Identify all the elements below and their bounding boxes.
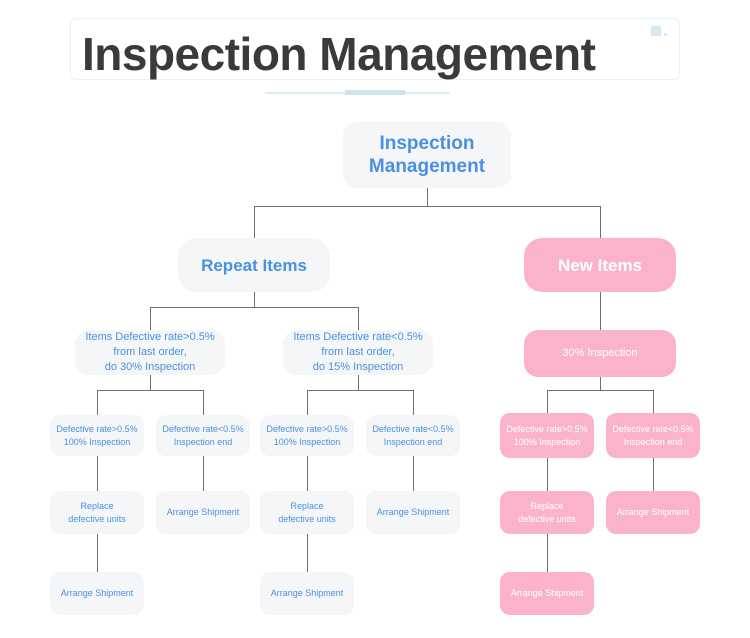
connector-r2-replace-down <box>307 534 308 572</box>
node-r1-pass-label: Defective rate<0.5% Inspection end <box>162 423 244 447</box>
node-r1-arrange-label: Arrange Shipment <box>166 507 240 517</box>
node-r2-arrange-final-label: Arrange Shipment <box>270 588 344 598</box>
header-card <box>70 18 680 80</box>
node-r2-fail-label: Defective rate>0.5% 100% Inspection <box>266 423 348 447</box>
connector-repeat-high-down <box>150 375 151 390</box>
node-n-replace[interactable]: Replace defective units <box>500 491 594 534</box>
connector-to-n-fail <box>547 390 548 413</box>
connector-repeat-high-horizontal <box>97 390 203 391</box>
connector-to-repeat-items <box>254 206 255 238</box>
connector-repeat-low-horizontal <box>307 390 413 391</box>
connector-level2-horizontal <box>254 206 601 207</box>
node-r2-arrange[interactable]: Arrange Shipment <box>366 491 460 534</box>
node-r1-arrange-final-label: Arrange Shipment <box>60 588 134 598</box>
node-r1-replace[interactable]: Replace defective units <box>50 491 144 534</box>
connector-new-down <box>600 377 601 390</box>
node-r2-replace[interactable]: Replace defective units <box>260 491 354 534</box>
node-r1-arrange[interactable]: Arrange Shipment <box>156 491 250 534</box>
connector-to-repeat-low <box>358 307 359 330</box>
node-n-replace-label: Replace defective units <box>518 500 576 524</box>
node-repeat-low[interactable]: Items Defective rate<0.5% from last orde… <box>283 330 433 375</box>
node-r2-pass[interactable]: Defective rate<0.5% Inspection end <box>366 415 460 456</box>
node-repeat-high[interactable]: Items Defective rate>0.5% from last orde… <box>75 330 225 375</box>
node-repeat-high-label: Items Defective rate>0.5% from last orde… <box>85 331 215 373</box>
node-r1-pass[interactable]: Defective rate<0.5% Inspection end <box>156 415 250 456</box>
connector-n-fail-down <box>547 458 548 491</box>
node-r2-replace-label: Replace defective units <box>278 500 336 524</box>
connector-r1-fail-down <box>97 456 98 491</box>
connector-root-down <box>427 188 428 207</box>
node-n-pass-label: Defective rate<0.5% Inspection end <box>612 423 694 447</box>
connector-to-r2-fail <box>307 390 308 415</box>
connector-to-repeat-high <box>150 307 151 330</box>
accent-square-icon <box>651 26 661 36</box>
node-n-fail[interactable]: Defective rate>0.5% 100% Inspection <box>500 413 594 458</box>
node-repeat-low-label: Items Defective rate<0.5% from last orde… <box>293 331 423 373</box>
connector-repeat-horizontal <box>150 307 359 308</box>
connector-n-replace-down <box>547 534 548 572</box>
node-new-inspection-label: 30% Inspection <box>562 347 638 359</box>
connector-to-r2-pass <box>413 390 414 415</box>
connector-new-items-down <box>600 292 601 330</box>
node-r2-arrange-label: Arrange Shipment <box>376 507 450 517</box>
connector-to-new-items <box>600 206 601 238</box>
node-root-label: Inspection Management <box>368 133 486 177</box>
connector-r1-replace-down <box>97 534 98 572</box>
connector-r2-pass-down <box>413 456 414 491</box>
connector-repeat-low-down <box>358 375 359 390</box>
accent-dot-icon <box>664 33 667 36</box>
connector-r1-pass-down <box>203 456 204 491</box>
connector-r2-fail-down <box>307 456 308 491</box>
node-repeat-items[interactable]: Repeat Items <box>178 238 330 292</box>
node-n-pass[interactable]: Defective rate<0.5% Inspection end <box>606 413 700 458</box>
page-title: Inspection Management <box>82 28 596 80</box>
node-n-arrange[interactable]: Arrange Shipment <box>606 491 700 534</box>
connector-repeat-down <box>254 292 255 307</box>
node-r1-arrange-final[interactable]: Arrange Shipment <box>50 572 144 615</box>
node-r2-pass-label: Defective rate<0.5% Inspection end <box>372 423 454 447</box>
node-new-items[interactable]: New Items <box>524 238 676 292</box>
connector-to-n-pass <box>653 390 654 413</box>
node-repeat-items-label: Repeat Items <box>201 255 307 275</box>
connector-new-horizontal <box>547 390 653 391</box>
connector-n-pass-down <box>653 458 654 491</box>
connector-to-r1-fail <box>97 390 98 415</box>
connector-to-r1-pass <box>203 390 204 415</box>
node-n-fail-label: Defective rate>0.5% 100% Inspection <box>506 423 588 447</box>
header-underline-highlight <box>345 90 405 95</box>
node-r2-fail[interactable]: Defective rate>0.5% 100% Inspection <box>260 415 354 456</box>
node-new-inspection[interactable]: 30% Inspection <box>524 330 676 377</box>
node-n-arrange-final[interactable]: Arrange Shipment <box>500 572 594 615</box>
node-n-arrange-final-label: Arrange Shipment <box>510 588 584 598</box>
node-n-arrange-label: Arrange Shipment <box>616 507 690 517</box>
node-r2-arrange-final[interactable]: Arrange Shipment <box>260 572 354 615</box>
node-root[interactable]: Inspection Management <box>343 122 511 188</box>
node-r1-fail[interactable]: Defective rate>0.5% 100% Inspection <box>50 415 144 456</box>
node-r1-replace-label: Replace defective units <box>68 500 126 524</box>
node-new-items-label: New Items <box>557 255 643 275</box>
node-r1-fail-label: Defective rate>0.5% 100% Inspection <box>56 423 138 447</box>
